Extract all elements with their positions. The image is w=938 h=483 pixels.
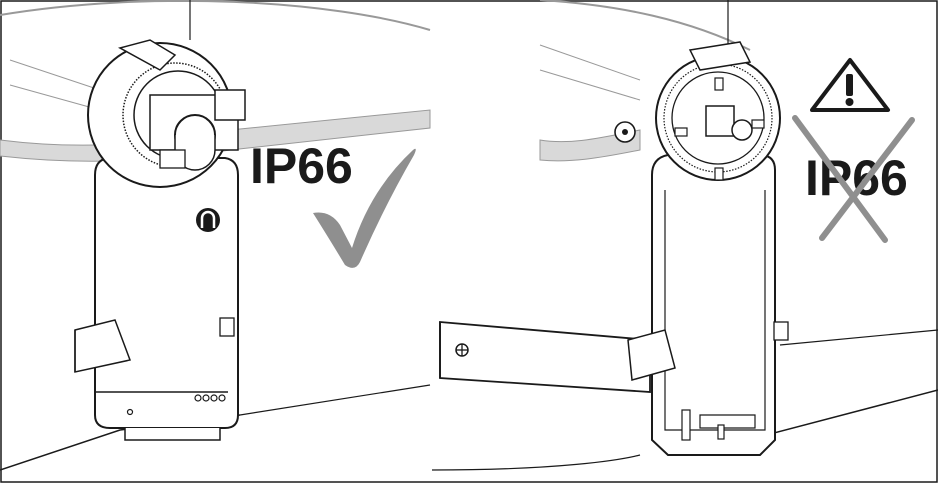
right-panel: IP66 bbox=[431, 0, 938, 471]
actuator-device-right bbox=[614, 41, 789, 456]
check-mark-icon bbox=[313, 148, 416, 268]
pipe-outline-right bbox=[539, 0, 751, 51]
actuator-device-left bbox=[74, 39, 246, 441]
mounting-strap bbox=[439, 321, 651, 393]
warning-triangle-icon bbox=[810, 58, 890, 112]
ip-rating-label-left: IP66 bbox=[250, 138, 353, 194]
pipe-band-right bbox=[539, 129, 641, 162]
pipe-outline-left bbox=[0, 0, 431, 31]
left-panel: IP66 bbox=[0, 0, 431, 471]
cross-mark-icon bbox=[792, 115, 915, 243]
